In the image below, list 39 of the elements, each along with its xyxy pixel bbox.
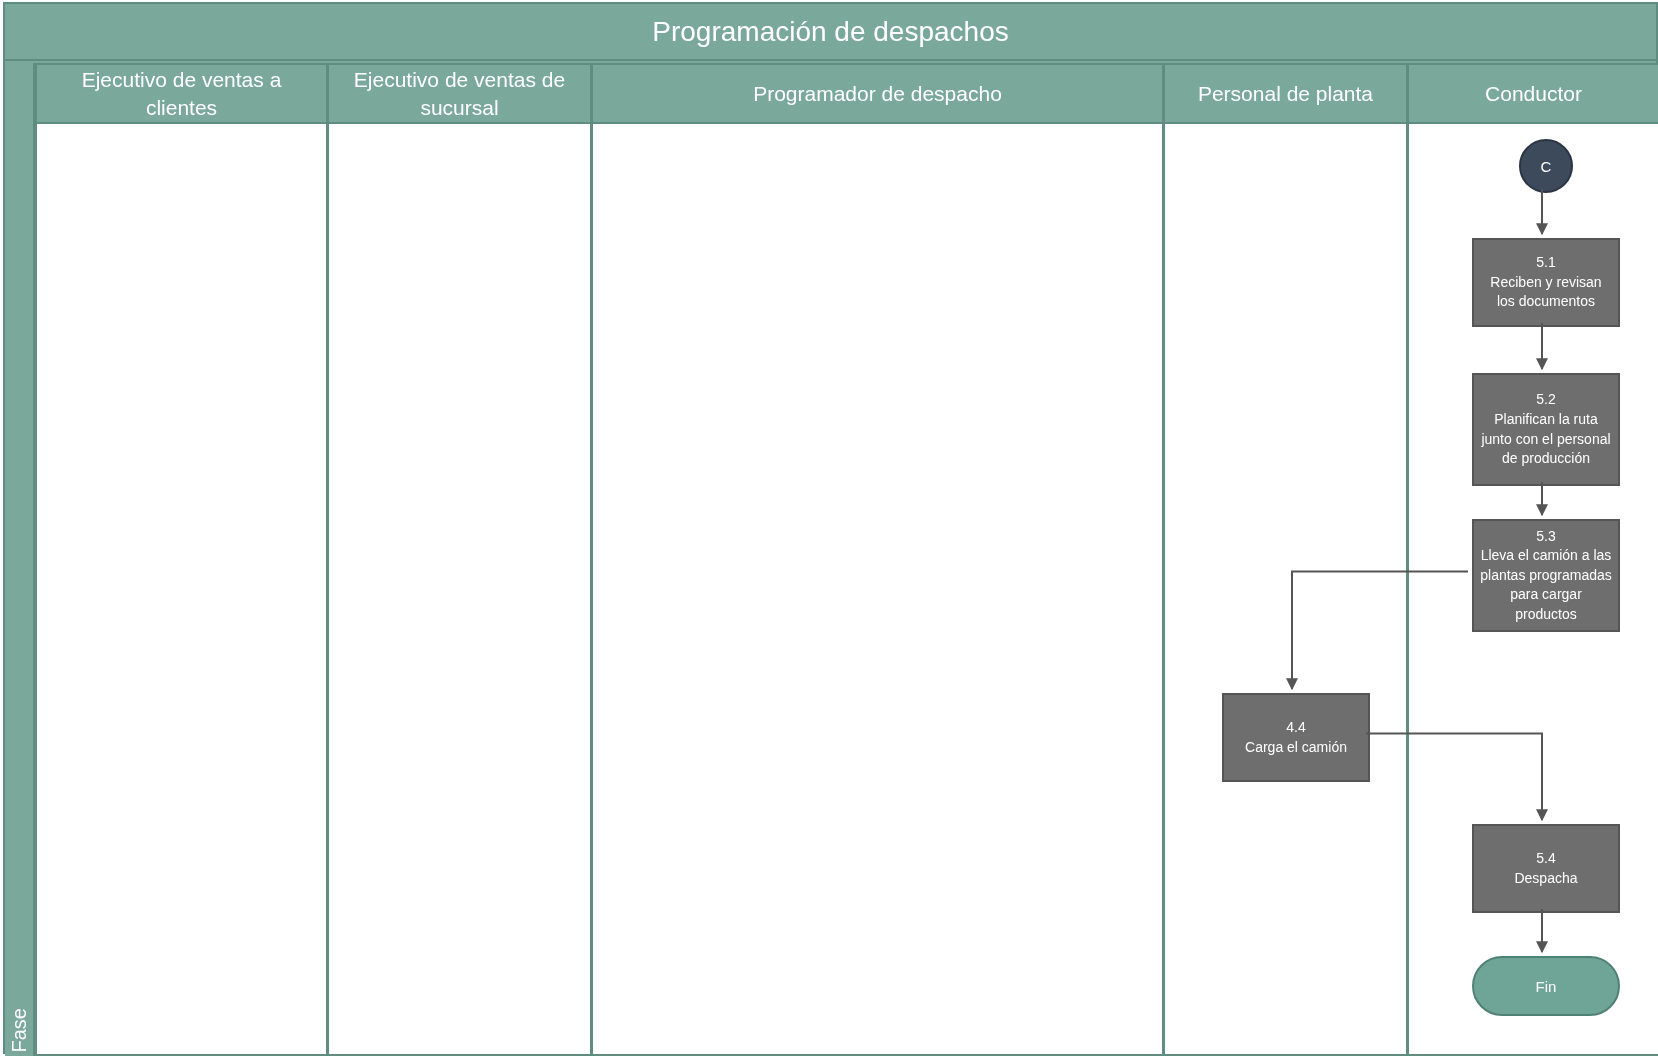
- pool-title: Programación de despachos: [5, 4, 1656, 61]
- step-number: 5.1: [1536, 253, 1556, 273]
- swimlane: [1163, 63, 1408, 1056]
- swimlane-pool: [3, 2, 1658, 1054]
- arrow: [1286, 570, 1469, 691]
- process-box: [1472, 238, 1620, 327]
- arrow: [1536, 188, 1548, 236]
- swimlane: [327, 63, 592, 1056]
- arrow: [1536, 908, 1548, 954]
- step-text: Lleva el camión a las plantas programadas para cargar productos: [1480, 546, 1612, 624]
- connector-circle: [1519, 139, 1573, 193]
- step-number: 5.4: [1536, 848, 1556, 868]
- end-terminator: [1472, 956, 1620, 1016]
- connector-label: C: [1540, 157, 1552, 175]
- swimlane: [591, 63, 1164, 1056]
- step-text: Carga el camión: [1245, 737, 1347, 757]
- terminator-label: Fin: [1535, 977, 1557, 995]
- phase-label: Fase: [8, 1007, 31, 1052]
- step-number: 5.2: [1536, 390, 1556, 410]
- step-text: Planifican la ruta junto con el personal de producción: [1480, 409, 1612, 469]
- process-box: [1472, 373, 1620, 486]
- step-text: Reciben y revisan los documentos: [1489, 272, 1603, 312]
- lane-header: Conductor: [1409, 65, 1658, 124]
- lane-header: Programador de despacho: [593, 65, 1162, 124]
- lane-header: Ejecutivo de ventas a clientes: [37, 65, 326, 124]
- step-text: Despacha: [1514, 868, 1578, 888]
- lane-header: Ejecutivo de ventas de sucursal: [329, 65, 590, 124]
- arrow: [1536, 322, 1548, 371]
- step-number: 5.3: [1536, 526, 1556, 546]
- step-number: 4.4: [1286, 717, 1306, 737]
- phase-band: [5, 63, 35, 1056]
- arrow: [1365, 732, 1548, 822]
- arrow: [1536, 481, 1548, 517]
- swimlane: [35, 63, 328, 1056]
- lane-header: Personal de planta: [1165, 65, 1406, 124]
- process-box: [1222, 693, 1370, 782]
- swimlane: [1407, 63, 1658, 1056]
- process-box: [1472, 824, 1620, 913]
- process-box: [1472, 519, 1620, 632]
